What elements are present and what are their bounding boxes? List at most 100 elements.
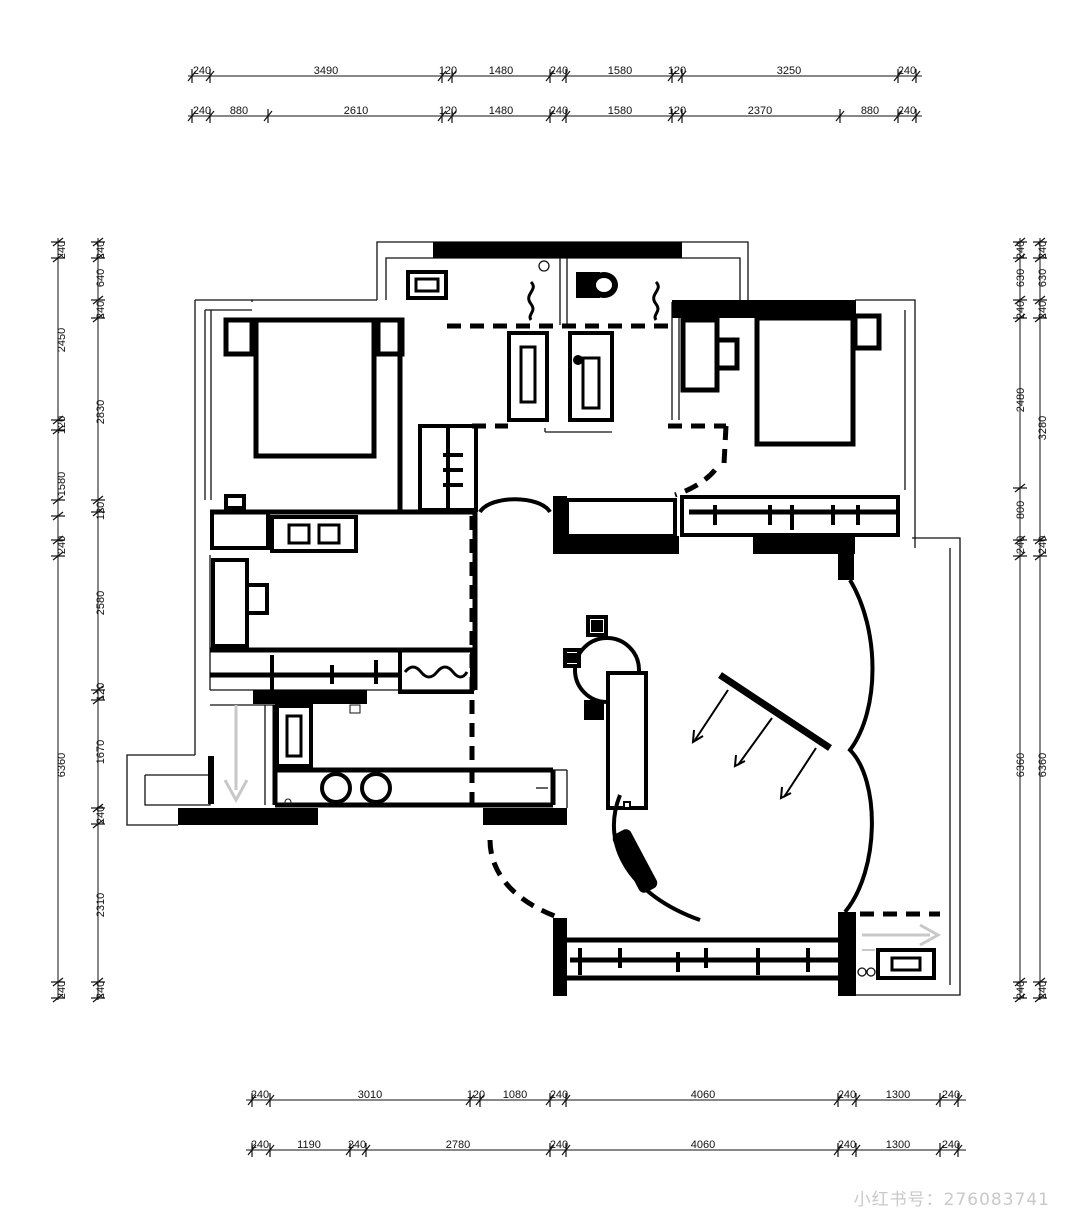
dim-label: 240 bbox=[193, 105, 211, 117]
dim-label: 240 bbox=[838, 1139, 856, 1151]
dim-label: 3250 bbox=[777, 65, 801, 77]
dim-label: 240 bbox=[251, 1089, 269, 1101]
dim-label: 240 bbox=[348, 1139, 366, 1151]
left-outer-dimension-column: 240 2450 120 1580 240 6360 240 bbox=[56, 241, 68, 999]
dim-label: 1580 bbox=[608, 65, 632, 77]
dim-label: 880 bbox=[861, 105, 879, 117]
dim-label: 120 bbox=[467, 1089, 485, 1101]
dim-label: 3280 bbox=[1037, 416, 1049, 440]
dim-label: 240 bbox=[95, 806, 107, 824]
dim-label: 1480 bbox=[489, 65, 513, 77]
dim-label: 240 bbox=[1037, 536, 1049, 554]
bathroom-fixtures bbox=[406, 270, 660, 422]
laundry-fixtures bbox=[275, 704, 392, 804]
dim-label: 120 bbox=[95, 683, 107, 701]
dim-label: 2370 bbox=[748, 105, 772, 117]
dim-label: 2580 bbox=[95, 591, 107, 615]
top-dimension-row-2: 240 880 2610 120 1480 240 1580 120 2370 … bbox=[193, 105, 916, 117]
left-inner-dimension-column: 240 640 240 2830 120 2580 120 1670 240 2… bbox=[95, 241, 107, 999]
dimension-ticks bbox=[51, 69, 1047, 1157]
built-in-lines bbox=[210, 320, 897, 981]
wardrobe-left-small bbox=[418, 424, 478, 512]
toilet bbox=[576, 272, 618, 298]
dim-label: 240 bbox=[550, 1089, 568, 1101]
floor-drain bbox=[573, 355, 583, 365]
dim-label: 6360 bbox=[1037, 753, 1049, 777]
dim-label: 4060 bbox=[691, 1139, 715, 1151]
watermark: 小红书号：276083741 bbox=[853, 1190, 1050, 1210]
dim-label: 240 bbox=[1015, 536, 1027, 554]
dim-label: 240 bbox=[838, 1089, 856, 1101]
floor-drain bbox=[349, 704, 361, 714]
arrow-down-icon bbox=[223, 705, 249, 804]
top-dimension-row-1: 240 3490 120 1480 240 1580 120 3250 240 bbox=[193, 65, 916, 77]
dim-label: 120 bbox=[95, 502, 107, 520]
dim-label: 240 bbox=[193, 65, 211, 77]
bed-right bbox=[680, 313, 882, 447]
balcony-fixtures bbox=[876, 948, 936, 980]
sofa bbox=[611, 794, 701, 922]
tv-screen bbox=[691, 672, 832, 800]
dim-label: 1190 bbox=[297, 1139, 321, 1151]
dim-label: 1670 bbox=[95, 740, 107, 764]
dimension-lines bbox=[57, 75, 1041, 1151]
dim-label: 120 bbox=[668, 65, 686, 77]
bottom-dimension-row-1: 240 3010 120 1080 240 4060 240 1300 240 bbox=[251, 1089, 960, 1101]
dim-label: 240 bbox=[1015, 301, 1027, 319]
bottom-dimension-row-2: 240 1190 240 2780 240 4060 240 1300 240 bbox=[251, 1139, 960, 1151]
dim-label: 2780 bbox=[446, 1139, 470, 1151]
dim-label: 2450 bbox=[56, 328, 68, 352]
floor-drain bbox=[857, 967, 867, 977]
floor-drain bbox=[866, 967, 876, 977]
dim-label: 120 bbox=[56, 416, 68, 434]
dim-label: 240 bbox=[56, 241, 68, 259]
dim-label: 2480 bbox=[1015, 388, 1027, 412]
dim-label: 240 bbox=[95, 241, 107, 259]
dim-label: 3490 bbox=[314, 65, 338, 77]
dim-label: 240 bbox=[95, 981, 107, 999]
dim-label: 6360 bbox=[1015, 753, 1027, 777]
side-table bbox=[623, 801, 631, 809]
wall-blocks bbox=[178, 242, 856, 996]
floor-drain bbox=[284, 798, 292, 806]
right-outer-dimension-column: 240 630 240 3280 240 6360 240 bbox=[1037, 241, 1049, 999]
dim-label: 240 bbox=[1015, 241, 1027, 259]
dim-label: 630 bbox=[1015, 269, 1027, 287]
dim-label: 4060 bbox=[691, 1089, 715, 1101]
dim-label: 880 bbox=[230, 105, 248, 117]
dim-label: 640 bbox=[95, 269, 107, 287]
dining-table bbox=[563, 615, 648, 810]
dim-label: 240 bbox=[898, 65, 916, 77]
dim-label: 240 bbox=[1037, 981, 1049, 999]
dim-label: 120 bbox=[439, 65, 457, 77]
dim-label: 120 bbox=[439, 105, 457, 117]
dim-label: 1580 bbox=[56, 472, 68, 496]
bed-left bbox=[223, 317, 405, 459]
dim-label: 1480 bbox=[489, 105, 513, 117]
dim-label: 240 bbox=[550, 1139, 568, 1151]
wardrobe-right bbox=[565, 495, 900, 538]
dim-label: 240 bbox=[1037, 241, 1049, 259]
dashed-partitions bbox=[360, 323, 940, 921]
dim-label: 1300 bbox=[886, 1139, 910, 1151]
dim-label: 1080 bbox=[503, 1089, 527, 1101]
floor-drain bbox=[538, 260, 550, 272]
curtain-curves bbox=[478, 497, 875, 914]
dim-label: 120 bbox=[668, 105, 686, 117]
dim-label: 240 bbox=[898, 105, 916, 117]
dim-label: 240 bbox=[56, 981, 68, 999]
dim-label: 2830 bbox=[95, 400, 107, 424]
dim-label: 240 bbox=[56, 536, 68, 554]
dim-label: 240 bbox=[1015, 981, 1027, 999]
dim-label: 240 bbox=[1037, 301, 1049, 319]
arrow-right-icon bbox=[862, 923, 942, 951]
dim-label: 1300 bbox=[886, 1089, 910, 1101]
study-furniture bbox=[210, 494, 474, 694]
dim-label: 240 bbox=[942, 1089, 960, 1101]
dim-label: 240 bbox=[550, 105, 568, 117]
dim-label: 240 bbox=[95, 301, 107, 319]
dim-label: 240 bbox=[942, 1139, 960, 1151]
dim-label: 2310 bbox=[95, 893, 107, 917]
dim-label: 6360 bbox=[56, 753, 68, 777]
